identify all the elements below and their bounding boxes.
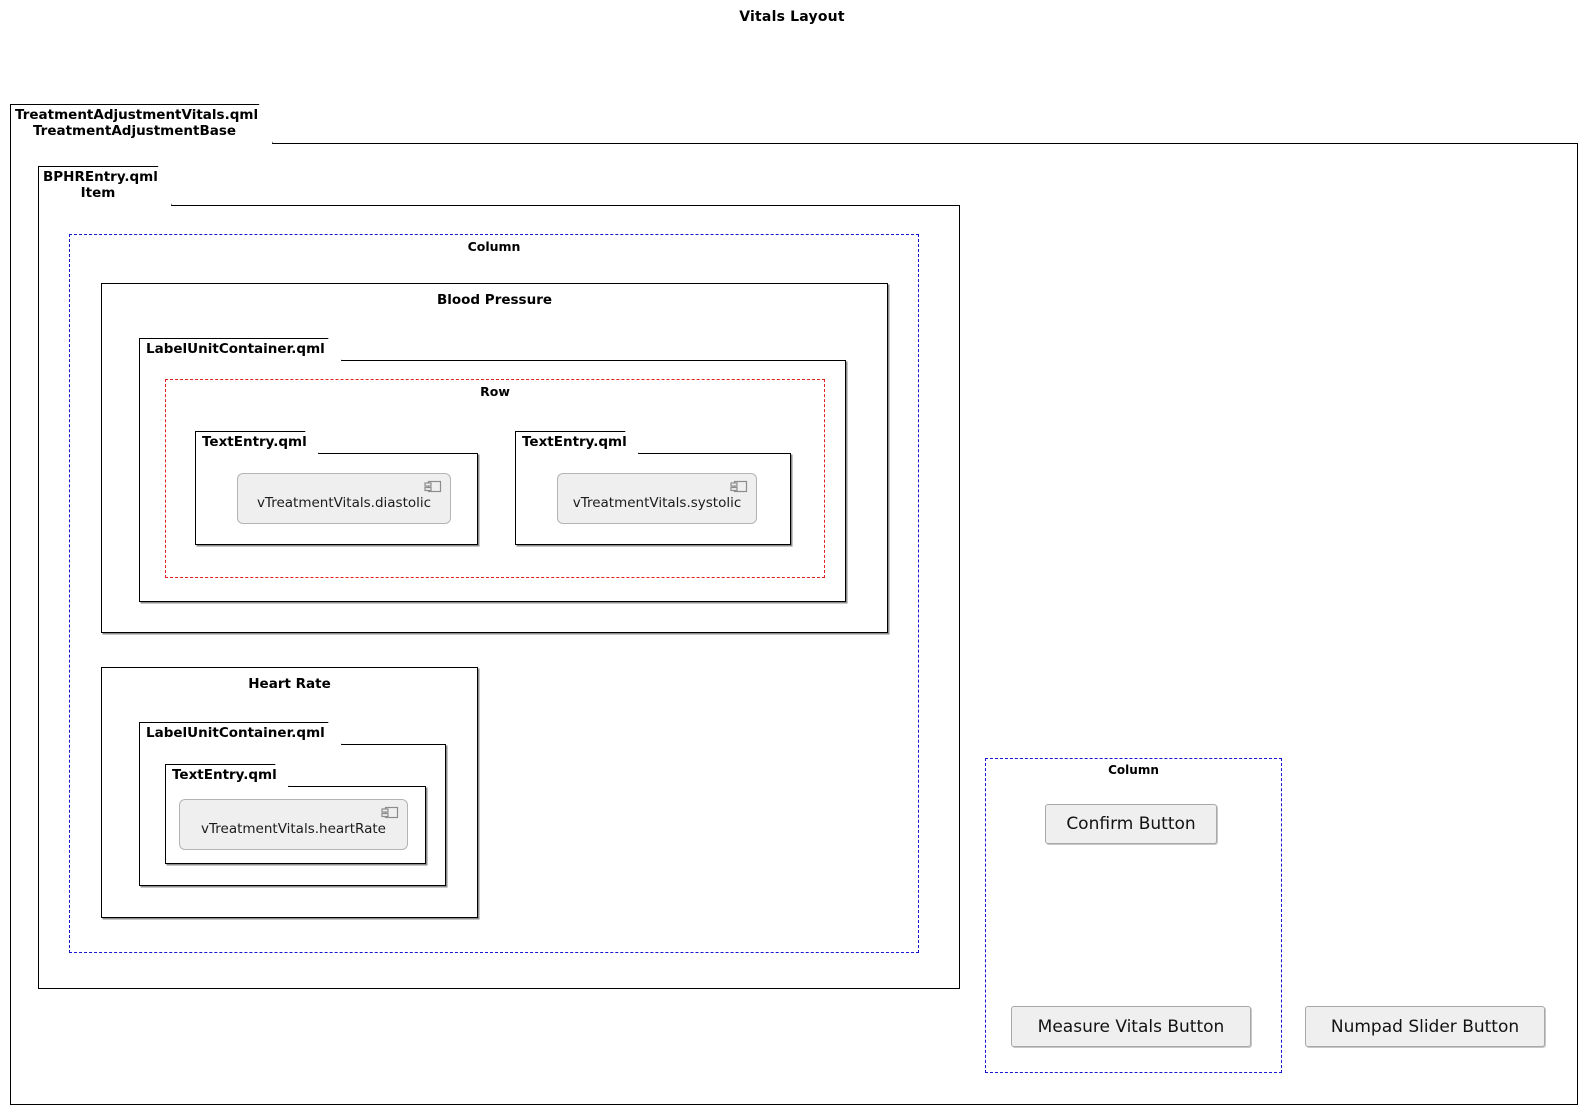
package-tab-bphr-entry: BPHREntry.qml Item [38, 166, 172, 206]
layout-column-main: Column [69, 234, 919, 953]
uml-component-icon [424, 480, 442, 493]
component-vtreatmentvitals-diastolic[interactable]: vTreatmentVitals.diastolic [237, 473, 451, 524]
package-tab-text-entry-diastolic: TextEntry.qml [195, 431, 319, 454]
numpad-slider-button-label: Numpad Slider Button [1330, 1016, 1520, 1037]
package-type-label: Item [80, 185, 116, 202]
package-file-label: LabelUnitContainer.qml [146, 725, 325, 741]
package-file-label: TextEntry.qml [522, 434, 627, 450]
package-type-label: TreatmentAdjustmentBase [32, 123, 237, 140]
confirm-button-label: Confirm Button [1066, 814, 1196, 834]
component-vtreatmentvitals-systolic[interactable]: vTreatmentVitals.systolic [557, 473, 757, 524]
layout-row-blood-pressure-label: Row [480, 384, 510, 399]
package-file-label: TextEntry.qml [202, 434, 307, 450]
measure-vitals-button[interactable]: Measure Vitals Button [1011, 1006, 1251, 1047]
package-tab-label-unit-container-hr: LabelUnitContainer.qml [139, 722, 342, 745]
measure-vitals-button-label: Measure Vitals Button [1037, 1016, 1225, 1037]
package-tab-text-entry-heartrate: TextEntry.qml [165, 764, 289, 787]
package-tab-label-unit-container-bp: LabelUnitContainer.qml [139, 338, 342, 361]
uml-component-icon [381, 806, 399, 819]
numpad-slider-button[interactable]: Numpad Slider Button [1305, 1006, 1545, 1047]
package-file-label: BPHREntry.qml [43, 169, 158, 185]
component-label: vTreatmentVitals.systolic [572, 494, 742, 511]
component-vtreatmentvitals-heartrate[interactable]: vTreatmentVitals.heartRate [179, 799, 408, 850]
package-file-label: LabelUnitContainer.qml [146, 341, 325, 357]
package-file-label: TextEntry.qml [172, 767, 277, 783]
layout-row-blood-pressure: Row [165, 379, 825, 578]
uml-component-icon [730, 480, 748, 493]
group-heart-rate-title: Heart Rate [248, 676, 331, 692]
package-file-label: TreatmentAdjustmentVitals.qml [15, 107, 259, 123]
layout-column-buttons: Column [985, 758, 1282, 1073]
package-tab-text-entry-systolic: TextEntry.qml [515, 431, 639, 454]
layout-column-buttons-label: Column [1108, 763, 1159, 777]
package-tab-treatment-adjustment-vitals: TreatmentAdjustmentVitals.qml TreatmentA… [10, 104, 273, 144]
component-label: vTreatmentVitals.diastolic [256, 494, 432, 511]
component-label: vTreatmentVitals.heartRate [201, 820, 386, 837]
layout-column-main-label: Column [467, 239, 521, 254]
confirm-button[interactable]: Confirm Button [1045, 804, 1217, 844]
diagram-title: Vitals Layout [739, 9, 845, 25]
group-blood-pressure-title: Blood Pressure [436, 292, 553, 308]
